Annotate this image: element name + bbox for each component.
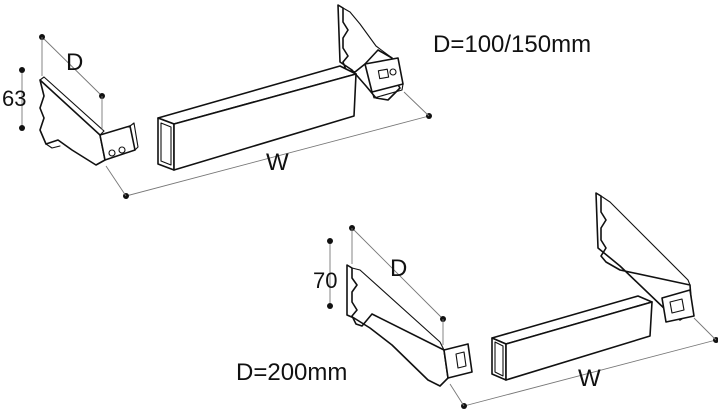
bottom-connecting-bar — [491, 295, 653, 381]
top-right-bracket — [337, 4, 404, 101]
top-dimension-lines — [19, 34, 432, 199]
bottom-size-note: D=200mm — [236, 359, 347, 386]
top-size-note: D=100/150mm — [433, 31, 591, 58]
top-depth-label: D — [66, 49, 83, 76]
bottom-depth-label: D — [390, 255, 407, 282]
top-assembly: 63 D W D=100/150mm — [2, 4, 591, 199]
bottom-width-label: W — [578, 365, 601, 392]
top-left-bracket — [39, 76, 139, 166]
bottom-height-label: 70 — [313, 268, 337, 293]
top-connecting-bar — [157, 65, 357, 171]
bottom-right-bracket — [595, 192, 695, 323]
top-width-label: W — [266, 149, 289, 176]
bottom-dimension-lines — [327, 225, 718, 409]
bottom-left-bracket — [346, 264, 473, 387]
bottom-assembly: 70 D W D=200mm — [236, 192, 718, 409]
top-height-label: 63 — [2, 86, 26, 111]
